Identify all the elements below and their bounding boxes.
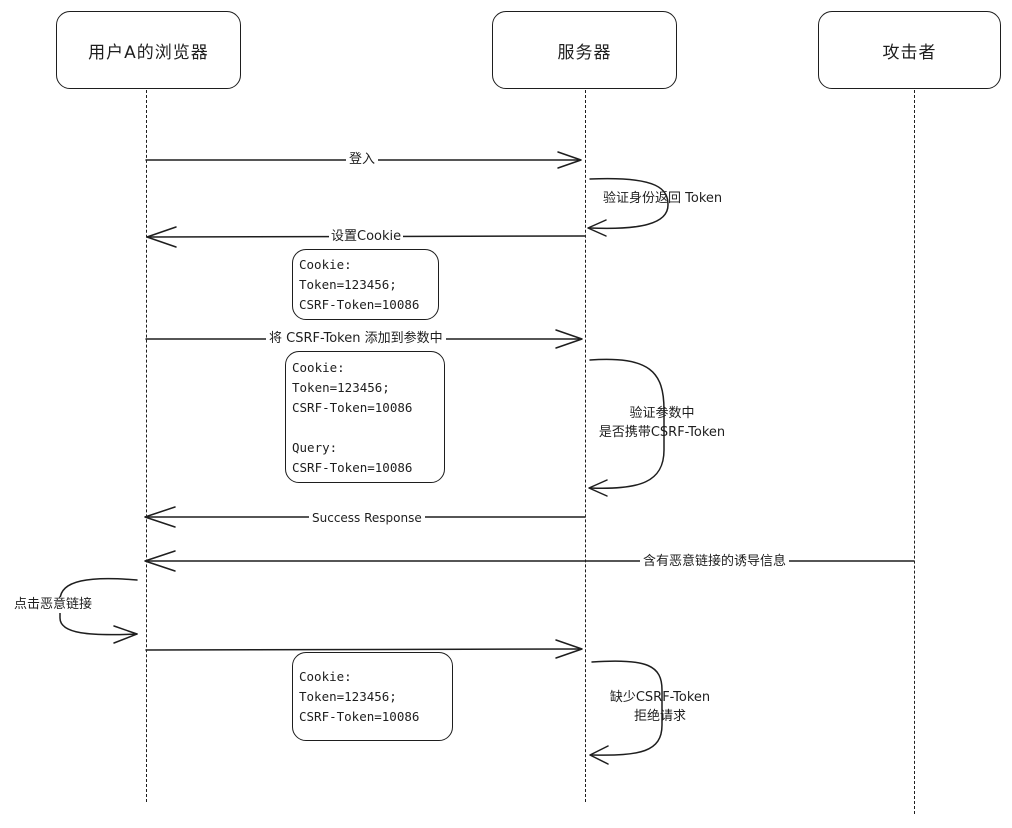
click-malicious-link-label: 点击恶意链接	[12, 597, 95, 613]
set-cookie-arrowhead	[146, 226, 177, 248]
verify-params-line-2: 是否携带CSRF-Token	[598, 425, 726, 440]
note-request-with-query: Cookie: Token=123456; CSRF-Token=10086 Q…	[285, 351, 445, 483]
note-line: CSRF-Token=10086	[292, 460, 413, 475]
server-lifeline	[585, 90, 586, 802]
verify-params-loop-arrowhead	[588, 479, 608, 497]
success-response-label: Success Response	[309, 510, 425, 526]
actor-attacker: 攻击者	[818, 11, 1001, 89]
click-loop-arrowhead	[113, 625, 138, 644]
note-cookie-set: Cookie: Token=123456; CSRF-Token=10086	[292, 249, 439, 320]
verify-params-loop-arrow	[589, 358, 665, 490]
note-line: Cookie:	[299, 669, 352, 684]
login-label: 登入	[346, 152, 379, 168]
missing-token-line-1: 缺少CSRF-Token	[609, 690, 711, 705]
note-line: Token=123456;	[299, 277, 397, 292]
lure-arrowhead	[144, 550, 176, 572]
reject-loop-arrowhead	[589, 745, 609, 765]
note-line: Query:	[292, 440, 338, 455]
actor-server-label: 服务器	[557, 42, 612, 63]
note-line: Token=123456;	[299, 689, 397, 704]
note-line: Token=123456;	[292, 380, 390, 395]
verify-loop-arrowhead	[587, 219, 607, 237]
login-arrowhead	[557, 151, 582, 169]
note-forged-request: Cookie: Token=123456; CSRF-Token=10086	[292, 652, 453, 741]
note-line: CSRF-Token=10086	[299, 297, 420, 312]
attacker-lifeline	[914, 90, 915, 814]
note-line: Cookie:	[299, 257, 352, 272]
note-line: Cookie:	[292, 360, 345, 375]
actor-browser: 用户A的浏览器	[56, 11, 241, 89]
success-arrowhead	[144, 506, 176, 528]
note-line: CSRF-Token=10086	[292, 400, 413, 415]
note-line: CSRF-Token=10086	[299, 709, 420, 724]
reject-loop-arrow	[591, 660, 663, 756]
actor-attacker-label: 攻击者	[882, 42, 937, 63]
add-token-label: 将 CSRF-Token 添加到参数中	[266, 331, 446, 347]
add-token-arrowhead	[555, 329, 583, 349]
note-line	[292, 418, 438, 438]
forged-request-arrowhead	[555, 639, 583, 659]
verify-return-token-label: 验证身份返回 Token	[603, 191, 723, 206]
lure-message-label: 含有恶意链接的诱导信息	[640, 554, 790, 570]
forged-request-arrow	[145, 648, 581, 651]
missing-token-label: 缺少CSRF-Token 拒绝请求	[590, 688, 730, 726]
set-cookie-label: 设置Cookie	[329, 229, 404, 245]
verify-params-line-1: 验证参数中	[629, 406, 695, 421]
actor-browser-label: 用户A的浏览器	[88, 42, 209, 63]
verify-params-label: 验证参数中 是否携带CSRF-Token	[586, 404, 738, 442]
browser-lifeline	[146, 90, 147, 802]
verify-loop-arrow	[589, 177, 669, 230]
actor-server: 服务器	[492, 11, 677, 89]
missing-token-line-2: 拒绝请求	[633, 709, 686, 724]
